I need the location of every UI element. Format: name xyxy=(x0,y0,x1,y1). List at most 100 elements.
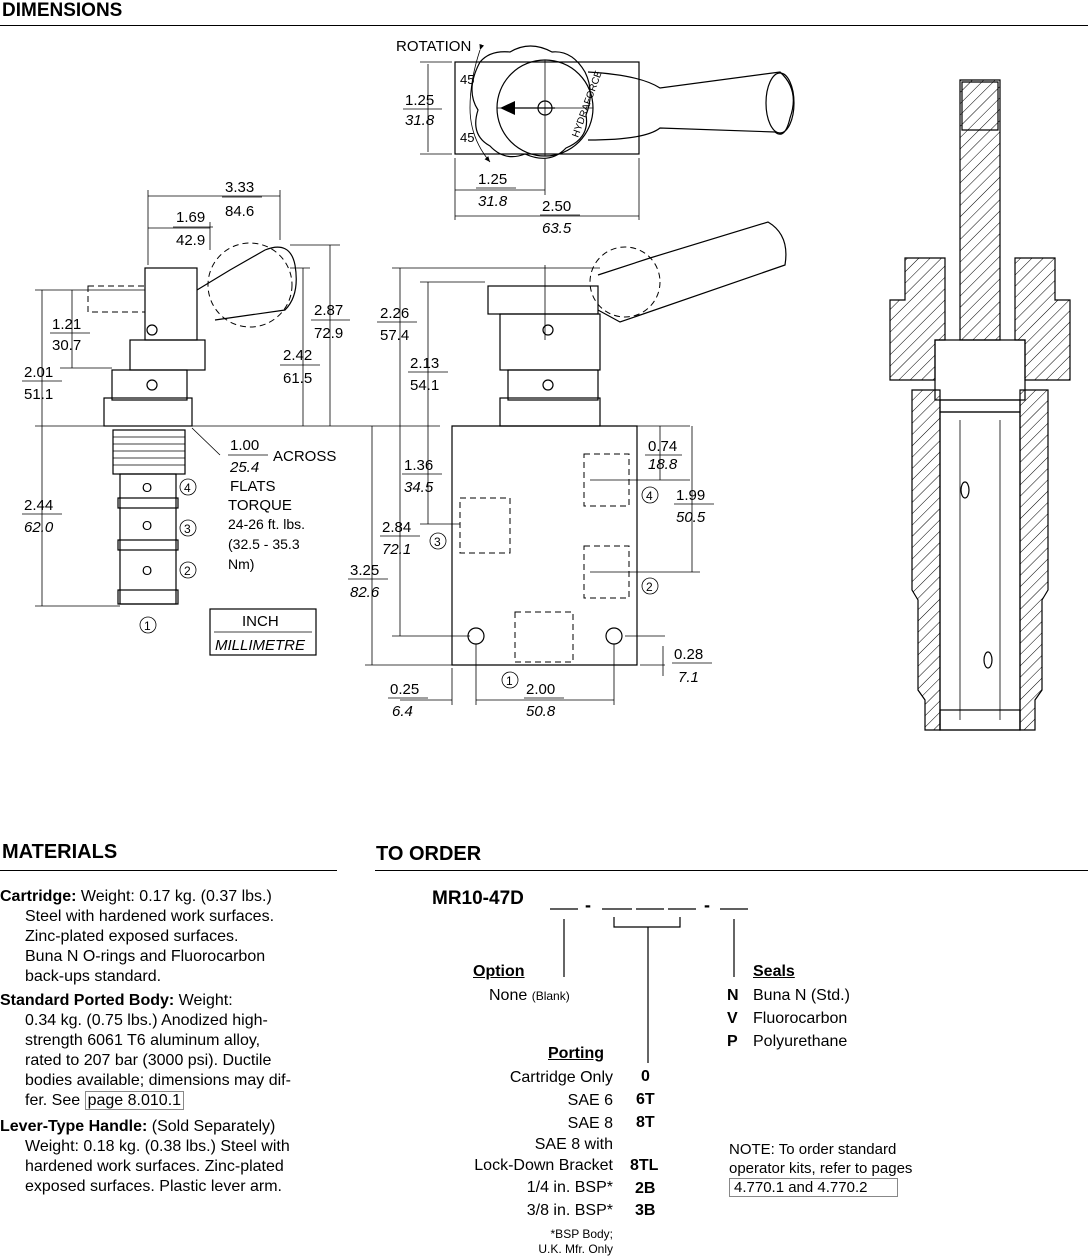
dimensions-heading: DIMENSIONS xyxy=(2,0,123,21)
dim-72-1-mm: 72.1 xyxy=(382,541,411,558)
cartridge-line: back-ups standard. xyxy=(25,968,162,985)
footnote-line: *BSP Body; xyxy=(550,1227,613,1241)
flats-label: FLATS xyxy=(230,478,276,495)
cross-section-view xyxy=(889,79,1071,731)
dim-18-8-mm: 18.8 xyxy=(648,456,678,473)
port-4-cartridge: 4 xyxy=(184,481,191,495)
dim-1-21-in: 1.21 xyxy=(52,316,81,333)
seals-title: Seals xyxy=(753,963,795,980)
dim-1-69-in: 1.69 xyxy=(176,209,205,226)
pages-4-770-link[interactable]: 4.770.1 and 4.770.2 xyxy=(729,1178,899,1197)
seal-name: Polyurethane xyxy=(753,1033,848,1050)
porting-code: 8TL xyxy=(630,1157,659,1174)
top-view: ROTATION 45 45 HYDRAFORCE 1.25 31.8 1.25… xyxy=(396,38,795,237)
porting-name: SAE 8 with xyxy=(534,1136,613,1153)
dim-57-4-mm: 57.4 xyxy=(380,327,409,344)
porting-name: SAE 8 xyxy=(567,1115,613,1132)
port-4-body: 4 xyxy=(646,489,653,503)
dim-62-0-mm: 62.0 xyxy=(24,519,54,536)
porting-code: 0 xyxy=(641,1068,650,1085)
dim-2-01-in: 2.01 xyxy=(24,364,53,381)
svg-text:O: O xyxy=(142,480,152,495)
dim-2-00-in: 2.00 xyxy=(526,681,555,698)
seal-code: N xyxy=(727,987,739,1004)
footnote-line: U.K. Mfr. Only xyxy=(538,1242,613,1256)
dim-1-36-in: 1.36 xyxy=(404,457,433,474)
dimensions-drawing: ROTATION 45 45 HYDRAFORCE 1.25 31.8 1.25… xyxy=(22,38,1071,731)
porting-name: Cartridge Only xyxy=(509,1069,613,1086)
dim-30-7-mm: 30.7 xyxy=(52,337,81,354)
dim-61-5-mm: 61.5 xyxy=(283,370,312,387)
porting-code: 2B xyxy=(635,1180,656,1197)
angle-top: 45 xyxy=(460,72,474,87)
dim-3-25-in: 3.25 xyxy=(350,562,379,579)
materials-lever: Lever-Type Handle: (Sold Separately) Wei… xyxy=(0,1117,345,1197)
cartridge-line: Buna N O-rings and Fluorocarbon xyxy=(25,948,266,965)
option-blank: (Blank) xyxy=(531,989,570,1003)
dim-42-9-mm: 42.9 xyxy=(176,232,205,249)
to-order-heading: TO ORDER xyxy=(376,843,482,865)
seal-code: V xyxy=(727,1010,738,1027)
dim-34-5-mm: 34.5 xyxy=(404,479,434,496)
porting-name: SAE 6 xyxy=(567,1092,613,1109)
dim-1-25-in-a: 1.25 xyxy=(405,92,434,109)
port-2-body: 2 xyxy=(646,580,653,594)
dim-50-8-mm: 50.8 xyxy=(526,703,556,720)
body-line: 0.34 kg. (0.75 lbs.) Anodized high- xyxy=(25,1012,268,1029)
port-3-body: 3 xyxy=(434,535,441,549)
dim-31-8-mm-b: 31.8 xyxy=(478,193,508,210)
porting-code: 3B xyxy=(635,1202,656,1219)
dim-63-5-mm: 63.5 xyxy=(542,220,572,237)
dim-1-99-in: 1.99 xyxy=(676,487,705,504)
materials-cartridge: Cartridge: Weight: 0.17 kg. (0.37 lbs.) … xyxy=(0,887,345,987)
page-8-010-1-link[interactable]: page 8.010.1 xyxy=(84,1091,185,1110)
dim-84-6-mm: 84.6 xyxy=(225,203,254,220)
lever-sold-separately: (Sold Separately) xyxy=(147,1118,276,1135)
rotation-label: ROTATION xyxy=(396,38,471,55)
port-3-cartridge: 3 xyxy=(184,522,191,536)
materials-body: Standard Ported Body: Weight: 0.34 kg. (… xyxy=(0,991,345,1111)
torque-value-3: Nm) xyxy=(228,556,254,572)
porting-title: Porting xyxy=(548,1045,604,1062)
torque-label: TORQUE xyxy=(228,497,292,514)
across-label: ACROSS xyxy=(273,448,336,465)
model-code: MR10-47D xyxy=(432,888,524,909)
cartridge-weight: Weight: 0.17 kg. (0.37 lbs.) xyxy=(76,888,272,905)
dim-0-28-in: 0.28 xyxy=(674,646,703,663)
dim-2-44-in: 2.44 xyxy=(24,497,53,514)
dim-1-25-in-b: 1.25 xyxy=(478,171,507,188)
option-none-label: None xyxy=(489,987,528,1004)
cartridge-line: Steel with hardened work surfaces. xyxy=(25,908,275,925)
porting-names: Cartridge Only SAE 6 SAE 8 SAE 8 with Lo… xyxy=(430,1066,613,1222)
dim-6-4-mm: 6.4 xyxy=(392,703,413,720)
lever-line: exposed surfaces. Plastic lever arm. xyxy=(25,1178,282,1195)
dim-1-00-in: 1.00 xyxy=(230,437,259,454)
torque-value-2: (32.5 - 35.3 xyxy=(228,536,300,552)
port-1-body: 1 xyxy=(506,674,513,688)
porting-footnote: *BSP Body; U.K. Mfr. Only xyxy=(470,1227,613,1257)
body-line: strength 6061 T6 aluminum alloy, xyxy=(25,1032,261,1049)
seal-name: Buna N (Std.) xyxy=(753,987,850,1004)
dim-72-9-mm: 72.9 xyxy=(314,325,343,342)
materials-rule xyxy=(0,870,337,871)
angle-bottom: 45 xyxy=(460,130,474,145)
dim-2-26-in: 2.26 xyxy=(380,305,409,322)
cartridge-line: Zinc-plated exposed surfaces. xyxy=(25,928,239,945)
body-line: bodies available; dimensions may dif- xyxy=(25,1072,291,1089)
porting-code: 6T xyxy=(636,1091,655,1108)
port-1-cartridge: 1 xyxy=(144,619,151,633)
units-millimetre: MILLIMETRE xyxy=(215,637,306,654)
svg-text:-: - xyxy=(704,895,710,915)
svg-text:-: - xyxy=(585,895,591,915)
seal-code: P xyxy=(727,1033,738,1050)
porting-name: 3/8 in. BSP* xyxy=(526,1202,613,1219)
dim-0-25-in: 0.25 xyxy=(390,681,419,698)
porting-name: Lock-Down Bracket xyxy=(474,1157,613,1174)
dim-2-50-in: 2.50 xyxy=(542,198,571,215)
note-line: NOTE: To order standard xyxy=(729,1141,897,1158)
dim-7-1-mm: 7.1 xyxy=(678,669,699,686)
torque-value-1: 24-26 ft. lbs. xyxy=(228,516,305,532)
dim-50-5-mm: 50.5 xyxy=(676,509,706,526)
body-see: fer. See xyxy=(25,1092,81,1109)
body-front-view: 2.26 57.4 2.13 54.1 1.36 34.5 2.84 72.1 … xyxy=(348,221,787,720)
